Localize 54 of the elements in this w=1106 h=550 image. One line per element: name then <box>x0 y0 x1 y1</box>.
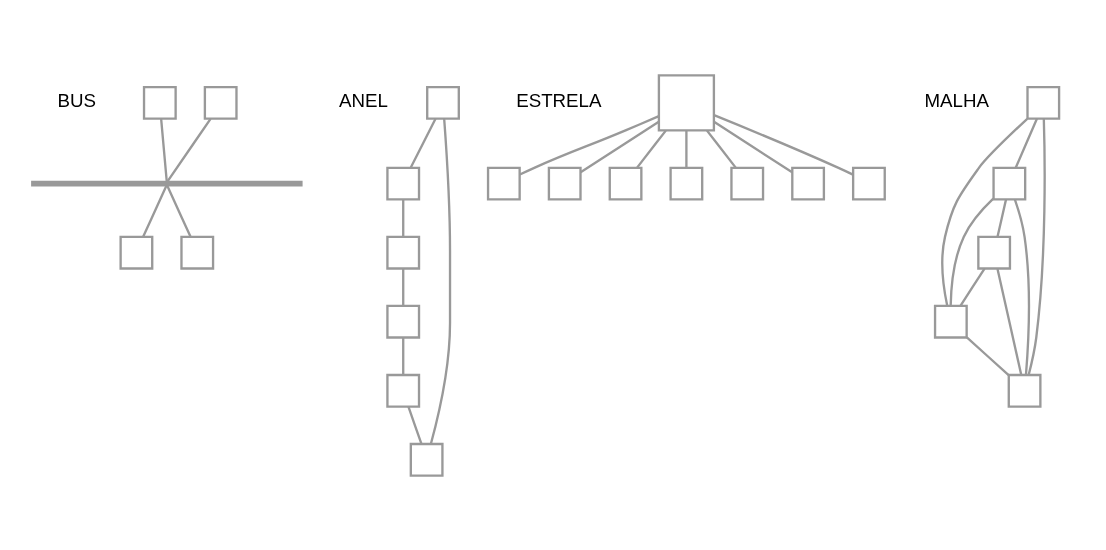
connector <box>1013 198 1030 375</box>
node-box <box>1007 373 1042 408</box>
label: MALHA <box>924 89 989 111</box>
label: ANEL <box>338 89 388 111</box>
node-box <box>657 73 716 132</box>
node-box <box>669 166 704 201</box>
connector <box>685 130 688 168</box>
connector <box>966 336 1010 376</box>
node-box <box>203 85 238 120</box>
connector <box>519 114 660 176</box>
connector <box>409 117 437 168</box>
connector <box>996 198 1008 237</box>
connector <box>580 120 660 173</box>
node-bar <box>31 180 303 187</box>
node-box <box>486 166 521 201</box>
node-box <box>977 235 1012 270</box>
connector <box>713 113 854 176</box>
node-box <box>386 166 421 201</box>
connector <box>166 117 212 182</box>
connector <box>407 405 423 444</box>
node-box <box>1026 85 1061 120</box>
connector <box>706 129 737 169</box>
connector <box>959 267 986 306</box>
label: BUS <box>57 89 96 111</box>
connector <box>166 184 192 237</box>
connector <box>402 268 405 306</box>
connector <box>402 337 405 375</box>
connector <box>713 120 793 173</box>
connector <box>1027 118 1046 375</box>
node-box <box>730 166 765 201</box>
connector <box>996 268 1023 375</box>
connector <box>402 199 405 237</box>
node-box <box>852 166 886 201</box>
connector <box>1014 117 1038 168</box>
connector <box>941 117 1029 306</box>
connector <box>142 184 168 237</box>
node-box <box>386 373 421 408</box>
node-box <box>386 235 421 270</box>
label: ESTRELA <box>516 89 602 111</box>
connector <box>429 118 452 444</box>
node-box <box>386 304 421 339</box>
node-box <box>426 85 460 120</box>
node-box <box>409 442 444 477</box>
node-box <box>547 166 582 201</box>
connector <box>949 197 995 306</box>
node-box <box>180 235 215 270</box>
connector <box>635 129 667 169</box>
node-box <box>142 85 177 120</box>
node-box <box>791 166 826 201</box>
node-box <box>992 166 1027 201</box>
connector <box>160 118 168 182</box>
node-box <box>119 235 154 270</box>
node-box <box>608 166 643 201</box>
node-box <box>933 304 968 339</box>
